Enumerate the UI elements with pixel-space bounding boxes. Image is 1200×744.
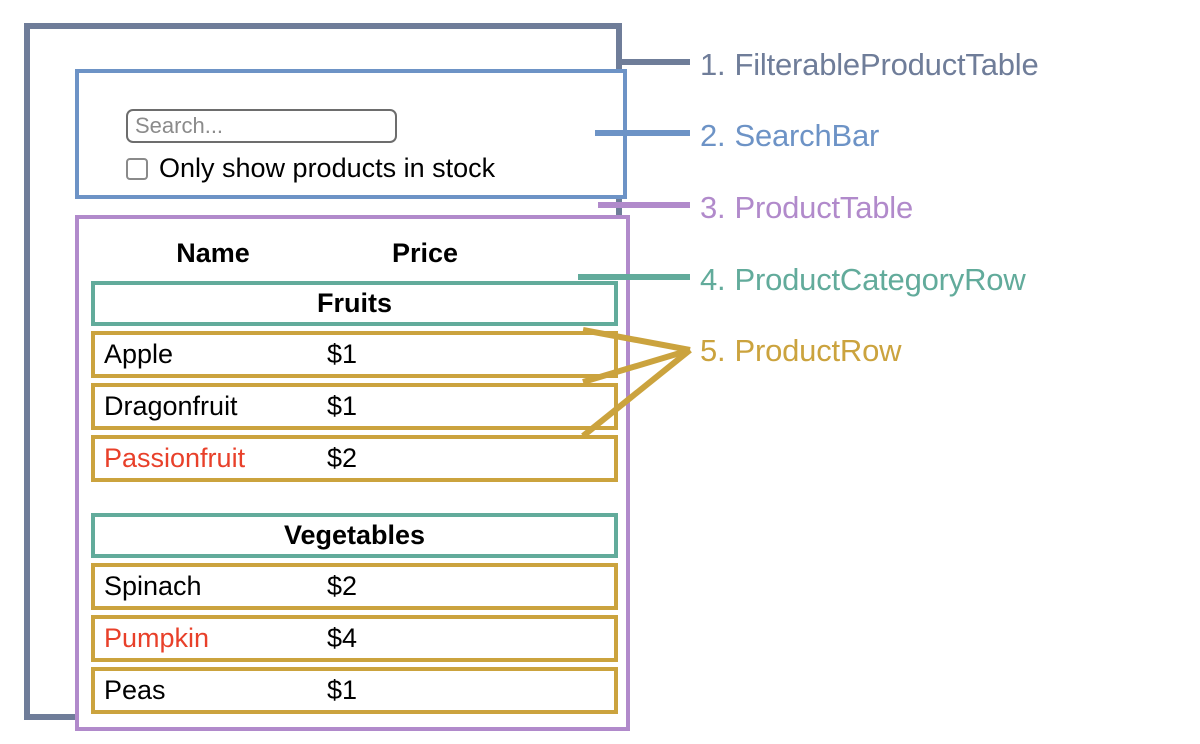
product-category-label: Fruits <box>316 288 392 318</box>
legend-number-3: 3. <box>700 190 726 225</box>
legend-number-4: 4. <box>700 262 726 297</box>
product-row: Apple $1 <box>91 331 618 378</box>
in-stock-checkbox-row[interactable]: Only show products in stock <box>126 155 495 182</box>
category-group-spacer <box>91 487 618 513</box>
product-price: $2 <box>327 443 358 473</box>
legend-number-1: 1. <box>700 47 726 82</box>
product-name: Dragonfruit <box>104 391 238 421</box>
product-name: Passionfruit <box>104 443 246 473</box>
filterable-product-table-frame: Search... Only show products in stock Na… <box>24 23 630 731</box>
product-category-label: Vegetables <box>283 520 426 550</box>
legend-item-product-table: 3. ProductTable <box>700 190 913 226</box>
product-category-row: Vegetables <box>91 513 618 558</box>
legend-number-5: 5. <box>700 333 726 368</box>
product-row: Passionfruit $2 <box>91 435 618 482</box>
checkbox-icon[interactable] <box>126 157 148 180</box>
legend-label-1: FilterableProductTable <box>734 47 1039 82</box>
legend-label-3: ProductTable <box>734 190 914 225</box>
product-row: Pumpkin $4 <box>91 615 618 662</box>
product-name: Pumpkin <box>104 623 210 653</box>
product-name: Spinach <box>104 571 202 601</box>
product-price: $2 <box>327 571 358 601</box>
product-table-header: Name Price <box>91 233 618 273</box>
product-name: Peas <box>104 675 166 705</box>
legend-item-product-row: 5. ProductRow <box>700 333 902 369</box>
legend-label-4: ProductCategoryRow <box>734 262 1026 297</box>
legend-number-2: 2. <box>700 118 726 153</box>
column-header-price: Price <box>391 237 459 268</box>
legend-item-product-category-row: 4. ProductCategoryRow <box>700 262 1026 298</box>
product-row: Spinach $2 <box>91 563 618 610</box>
product-price: $1 <box>327 391 358 421</box>
product-category-row: Fruits <box>91 281 618 326</box>
product-price: $1 <box>327 339 358 369</box>
product-price: $1 <box>327 675 358 705</box>
column-header-name: Name <box>176 237 250 268</box>
legend-label-2: SearchBar <box>734 118 880 153</box>
legend-item-search-bar: 2. SearchBar <box>700 118 879 154</box>
product-row: Peas $1 <box>91 667 618 714</box>
in-stock-checkbox-label: Only show products in stock <box>159 153 496 183</box>
search-bar-frame: Search... Only show products in stock <box>75 69 627 199</box>
product-name: Apple <box>104 339 174 369</box>
search-input[interactable]: Search... <box>126 109 397 143</box>
legend-item-filterable-product-table: 1. FilterableProductTable <box>700 47 1039 83</box>
product-row: Dragonfruit $1 <box>91 383 618 430</box>
product-price: $4 <box>327 623 358 653</box>
legend-label-5: ProductRow <box>734 333 902 368</box>
